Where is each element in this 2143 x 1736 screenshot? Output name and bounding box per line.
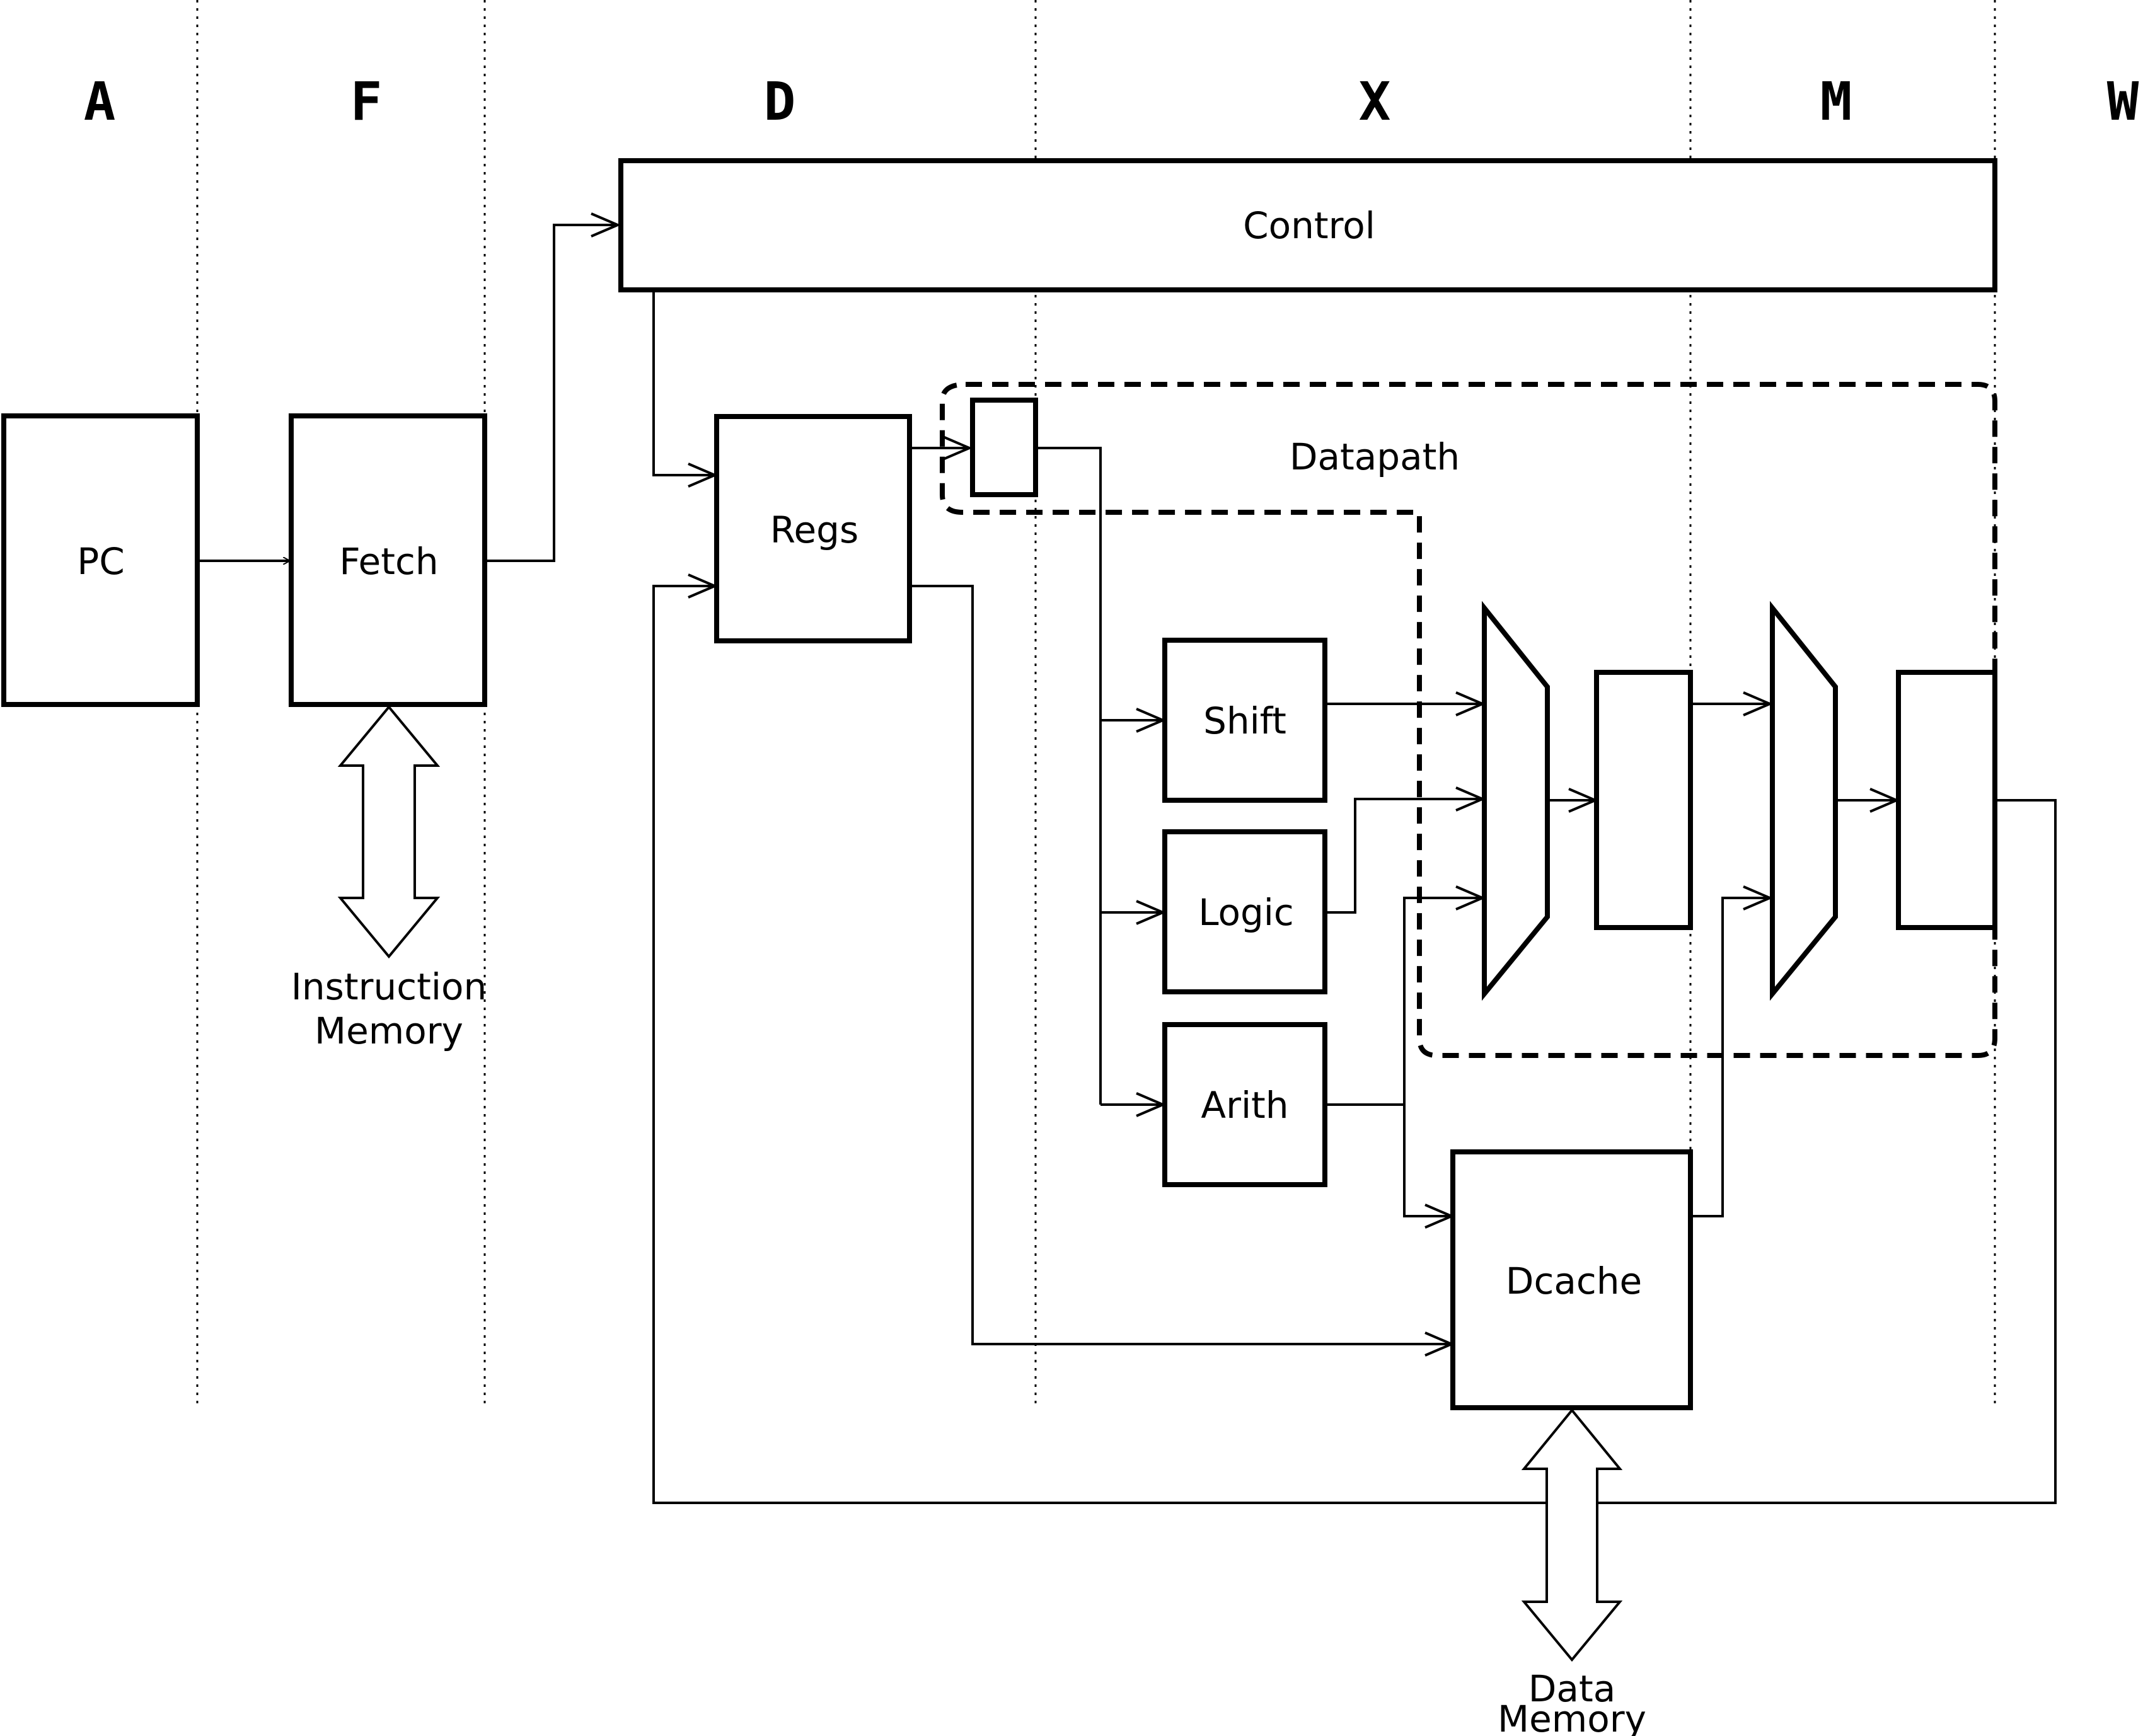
data-memory-label-line1: Data (1528, 1667, 1616, 1710)
wire-control-regs (652, 290, 715, 475)
shift-label: Shift (1203, 699, 1286, 742)
datapath-label: Datapath (1290, 435, 1460, 478)
block-shift: Shift (1162, 638, 1327, 803)
wire-writeback (652, 586, 2057, 1504)
wire-regs-dcache (910, 585, 1452, 1344)
wire-fetch-control (485, 225, 618, 562)
datapath-region (940, 382, 1997, 1058)
stage-label-x: X (1359, 71, 1391, 132)
stage-labels: A F D X M W (84, 71, 2139, 132)
block-fetch: Fetch (289, 413, 487, 707)
fetch-box (289, 413, 487, 707)
instruction-memory-label-line1: Instruction (291, 965, 487, 1008)
stage-label-d: D (764, 71, 796, 132)
wires (197, 225, 2057, 1504)
pipeline-latch-x (1594, 670, 1693, 930)
data-memory-label-line2: Memory (1498, 1698, 1646, 1736)
block-control: Control (618, 158, 1997, 292)
pc-label: PC (77, 540, 124, 583)
instruction-memory-arrow (337, 704, 441, 959)
instruction-memory-label-line2: Memory (315, 1009, 463, 1052)
arith-box (1162, 1022, 1327, 1187)
shift-box (1162, 638, 1327, 803)
result-mux-m (1770, 601, 1838, 1001)
regs-label: Regs (770, 509, 858, 551)
data-memory-arrow (1521, 1408, 1623, 1662)
logic-box (1162, 829, 1327, 994)
block-pc: PC (1, 413, 200, 707)
dcache-box (1450, 1149, 1693, 1410)
pipeline-latch-m (1896, 670, 1997, 930)
block-arith: Arith (1162, 1022, 1327, 1187)
logic-label: Logic (1198, 891, 1294, 934)
pipeline-latch-d (970, 398, 1038, 497)
control-label: Control (1243, 204, 1375, 247)
stage-label-f: F (350, 71, 383, 132)
regs-box (714, 414, 912, 643)
wire-arith-dcache (1403, 1105, 1452, 1216)
stage-label-w: W (2107, 71, 2139, 132)
wire-logic-mux1 (1325, 799, 1482, 914)
block-dcache: Dcache (1450, 1149, 1693, 1410)
pc-box (1, 413, 200, 707)
stage-label-a: A (84, 71, 116, 132)
wire-arith-mux1 (1325, 898, 1482, 1106)
stage-label-m: M (1820, 71, 1852, 132)
wire-dcache-mux2 (1690, 898, 1770, 1217)
wire-latch-bus (1036, 447, 1102, 1105)
block-regs: Regs (714, 414, 912, 643)
fetch-label: Fetch (339, 540, 438, 583)
dcache-label: Dcache (1506, 1260, 1642, 1302)
control-box (618, 158, 1997, 292)
result-mux-x (1482, 601, 1550, 1001)
arith-label: Arith (1201, 1084, 1288, 1127)
block-logic: Logic (1162, 829, 1327, 994)
